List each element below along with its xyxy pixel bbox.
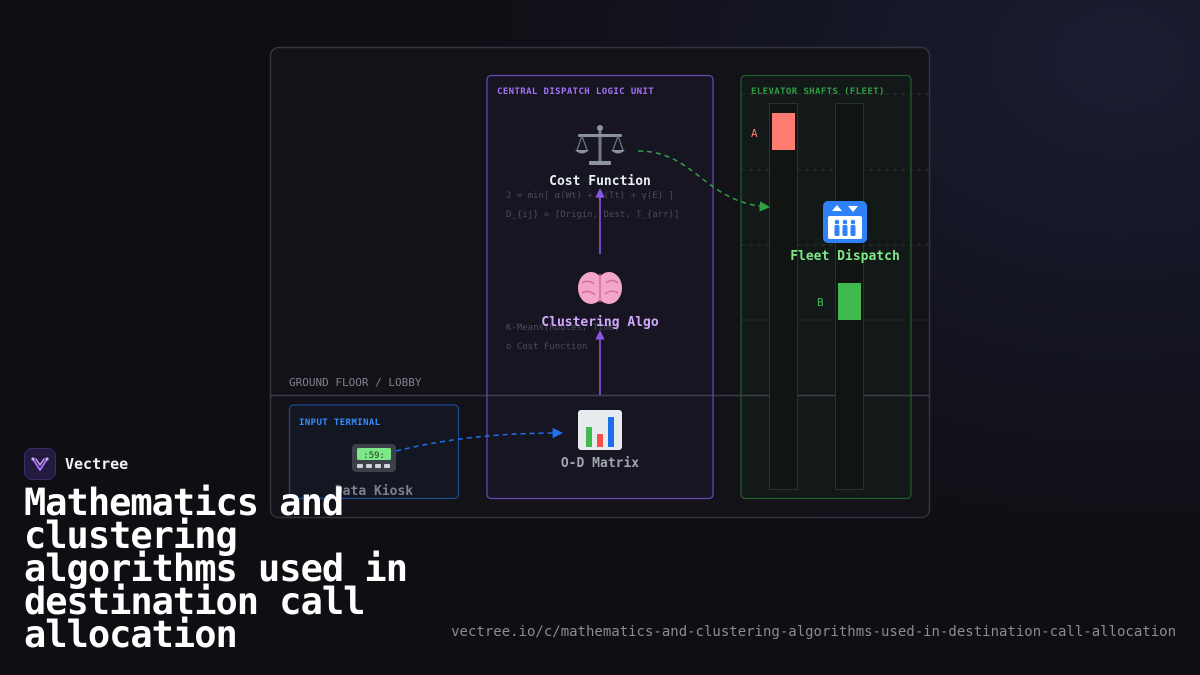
car-a-label: A (751, 127, 758, 140)
od-matrix-label: O-D Matrix (561, 456, 639, 471)
data-kiosk-label: Data Kiosk (335, 484, 413, 499)
scales-icon (575, 125, 625, 165)
cost-formula: J = min[ α(Wt) + β(Tt) + γ(E) ] (506, 191, 674, 201)
ground-floor-label: GROUND FLOOR / LOBBY (289, 376, 422, 389)
arrow-cost-to-fleet (637, 150, 771, 212)
car-b-label: B (817, 296, 824, 309)
kmeans-formula: K-Means(Routes, Time) (506, 323, 620, 333)
input-terminal-label: INPUT TERMINAL (299, 418, 381, 428)
od-formula: D_{ij} = [Origin, Dest, T_{arr}] (506, 210, 679, 220)
brain-icon (578, 272, 622, 304)
fleet-label: ELEVATOR SHAFTS (FLEET) (751, 87, 885, 97)
elevator-icon (823, 201, 867, 243)
cost-function-label: Cost Function (549, 174, 651, 189)
brand[interactable]: Vectree (24, 447, 128, 481)
fleet-dispatch-label: Fleet Dispatch (790, 249, 900, 264)
elevator-car-b (838, 283, 861, 320)
page-url[interactable]: vectree.io/c/mathematics-and-clustering-… (451, 624, 1176, 640)
page-title: Mathematics and clustering algorithms us… (24, 481, 408, 656)
pager-icon: :59: (352, 444, 396, 472)
clustering-algo-label: Clustering Algo (541, 315, 659, 330)
elevator-car-a (772, 113, 795, 150)
vectree-logo-icon (24, 448, 56, 480)
arrow-kiosk-to-od (395, 427, 564, 452)
bar-chart-icon (578, 410, 622, 450)
fleet-box (740, 74, 912, 500)
dispatch-unit-label: CENTRAL DISPATCH LOGIC UNIT (497, 87, 654, 97)
cost-ref-formula: o Cost Function (506, 342, 587, 352)
svg-text::59:: :59: (363, 451, 385, 461)
brand-name: Vectree (65, 455, 129, 473)
shaft-a (769, 103, 798, 490)
